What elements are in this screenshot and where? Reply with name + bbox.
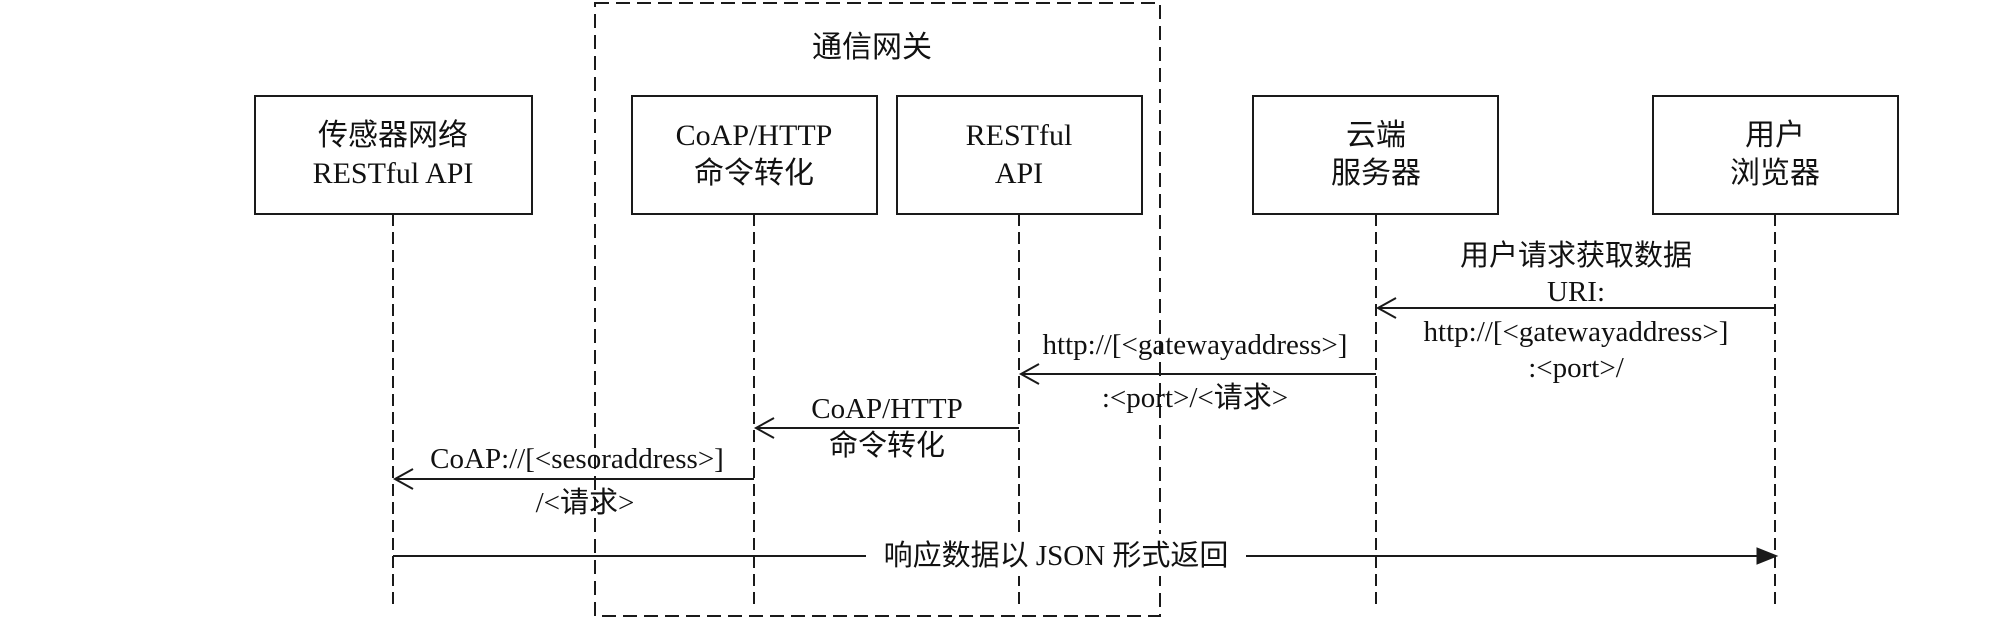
participant-box	[896, 95, 1143, 215]
message-label-line1: CoAP://[<sesoraddress>]	[430, 443, 724, 475]
message-label-line1: http://[<gatewayaddress>]	[1043, 329, 1348, 361]
arrow-head-icon	[392, 468, 414, 490]
participant-coap-http: CoAP/HTTP 命令转化	[631, 95, 878, 215]
participant-label-line1: RESTful	[966, 119, 1073, 152]
participant-browser: 用户 浏览器	[1652, 95, 1899, 215]
participant-label-line1: 用户	[1745, 119, 1805, 152]
participant-sensor: 传感器网络 RESTful API	[254, 95, 533, 215]
gateway-group-frame	[594, 2, 1161, 617]
message-convert-to-sensor: CoAP://[<sesoraddress>] /<请求>	[392, 443, 754, 519]
message-restful-to-convert: CoAP/HTTP 命令转化	[753, 393, 1019, 462]
arrow-head-icon	[753, 417, 775, 439]
gateway-group-label: 通信网关	[812, 31, 932, 64]
participant-box	[631, 95, 878, 215]
arrow-head-icon	[1018, 363, 1040, 385]
participant-label-line2: 命令转化	[694, 157, 814, 190]
message-label-line2: 命令转化	[829, 429, 945, 462]
participant-box	[254, 95, 533, 215]
participant-label-line2: RESTful API	[313, 157, 474, 190]
message-label-line1: 用户请求获取数据	[1460, 239, 1692, 272]
participant-label-line2: 浏览器	[1730, 157, 1820, 190]
message-label-line2: URI:	[1547, 276, 1605, 308]
participant-box	[1252, 95, 1499, 215]
participant-restful: RESTful API	[896, 95, 1143, 215]
participant-label-line1: 云端	[1346, 119, 1406, 152]
message-json-response: 响应数据以 JSON 形式返回	[393, 534, 1779, 576]
arrow-head-icon	[1756, 547, 1779, 565]
participant-label-line2: API	[995, 157, 1043, 190]
message-user-request: 用户请求获取数据 URI: http://[<gatewayaddress>] …	[1375, 239, 1775, 384]
participant-cloud: 云端 服务器	[1252, 95, 1499, 215]
participant-label-line1: CoAP/HTTP	[676, 119, 833, 152]
message-label-line3: http://[<gatewayaddress>]	[1424, 316, 1729, 348]
message-cloud-to-gateway: http://[<gatewayaddress>] :<port>/<请求>	[1018, 329, 1376, 414]
message-label-line4: :<port>/	[1528, 352, 1624, 384]
label-background	[866, 534, 1246, 576]
message-label-line1: 响应数据以 JSON 形式返回	[884, 539, 1229, 572]
message-label-line2: /<请求>	[536, 486, 635, 519]
participant-label-line1: 传感器网络	[318, 119, 468, 152]
participant-box	[1652, 95, 1899, 215]
message-label-line2: :<port>/<请求>	[1102, 381, 1288, 414]
arrow-head-icon	[1375, 297, 1397, 319]
participant-label-line2: 服务器	[1331, 157, 1421, 190]
message-label-line1: CoAP/HTTP	[811, 393, 962, 425]
